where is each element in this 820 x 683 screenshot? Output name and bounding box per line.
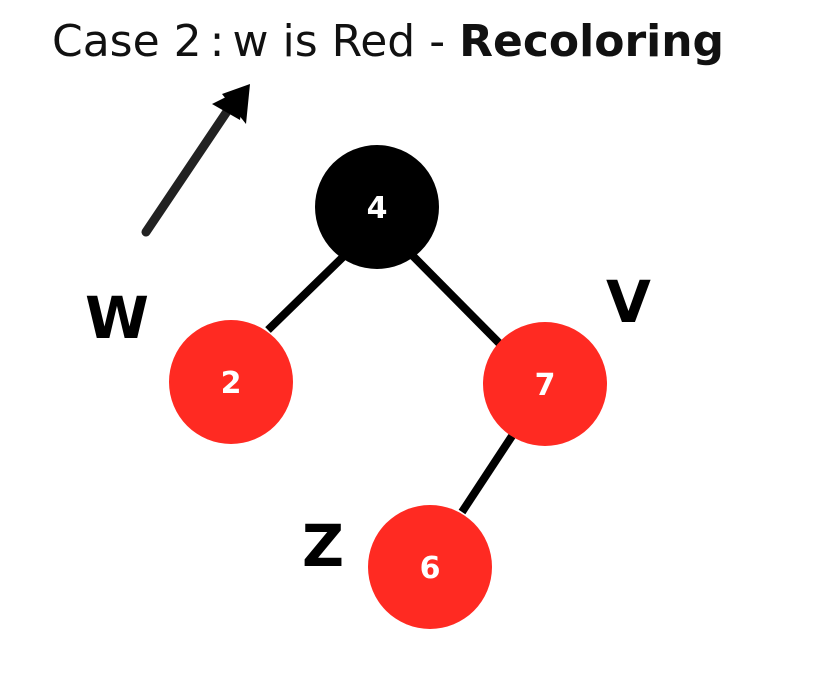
edge-root-w bbox=[265, 252, 348, 333]
node-z: 6 bbox=[368, 505, 492, 629]
node-root-label: 4 bbox=[367, 191, 388, 226]
node-v-label: 7 bbox=[535, 368, 556, 403]
label-w: W bbox=[85, 284, 149, 352]
node-z-circle bbox=[368, 505, 492, 629]
label-v: V bbox=[606, 268, 651, 336]
node-v: 7 bbox=[483, 322, 607, 446]
edge-v-z bbox=[458, 433, 516, 515]
node-w-circle bbox=[169, 320, 293, 444]
title-case: Case 2 bbox=[52, 16, 202, 67]
arrow-up-right-icon bbox=[141, 84, 250, 237]
node-w-label: 2 bbox=[221, 366, 242, 401]
node-root: 4 bbox=[315, 145, 439, 269]
title-dash: - bbox=[429, 16, 446, 67]
node-w: 2 bbox=[169, 320, 293, 444]
label-z: Z bbox=[302, 512, 344, 580]
node-root-circle bbox=[315, 145, 439, 269]
edge-root-v bbox=[409, 252, 505, 349]
title-separator: : bbox=[209, 16, 225, 67]
title-action: Recoloring bbox=[459, 16, 725, 67]
page-title: Case 2:w is Red - Recoloring bbox=[52, 10, 724, 74]
node-v-circle bbox=[483, 322, 607, 446]
title-condition: w is Red bbox=[232, 16, 416, 67]
node-z-label: 6 bbox=[420, 551, 441, 586]
